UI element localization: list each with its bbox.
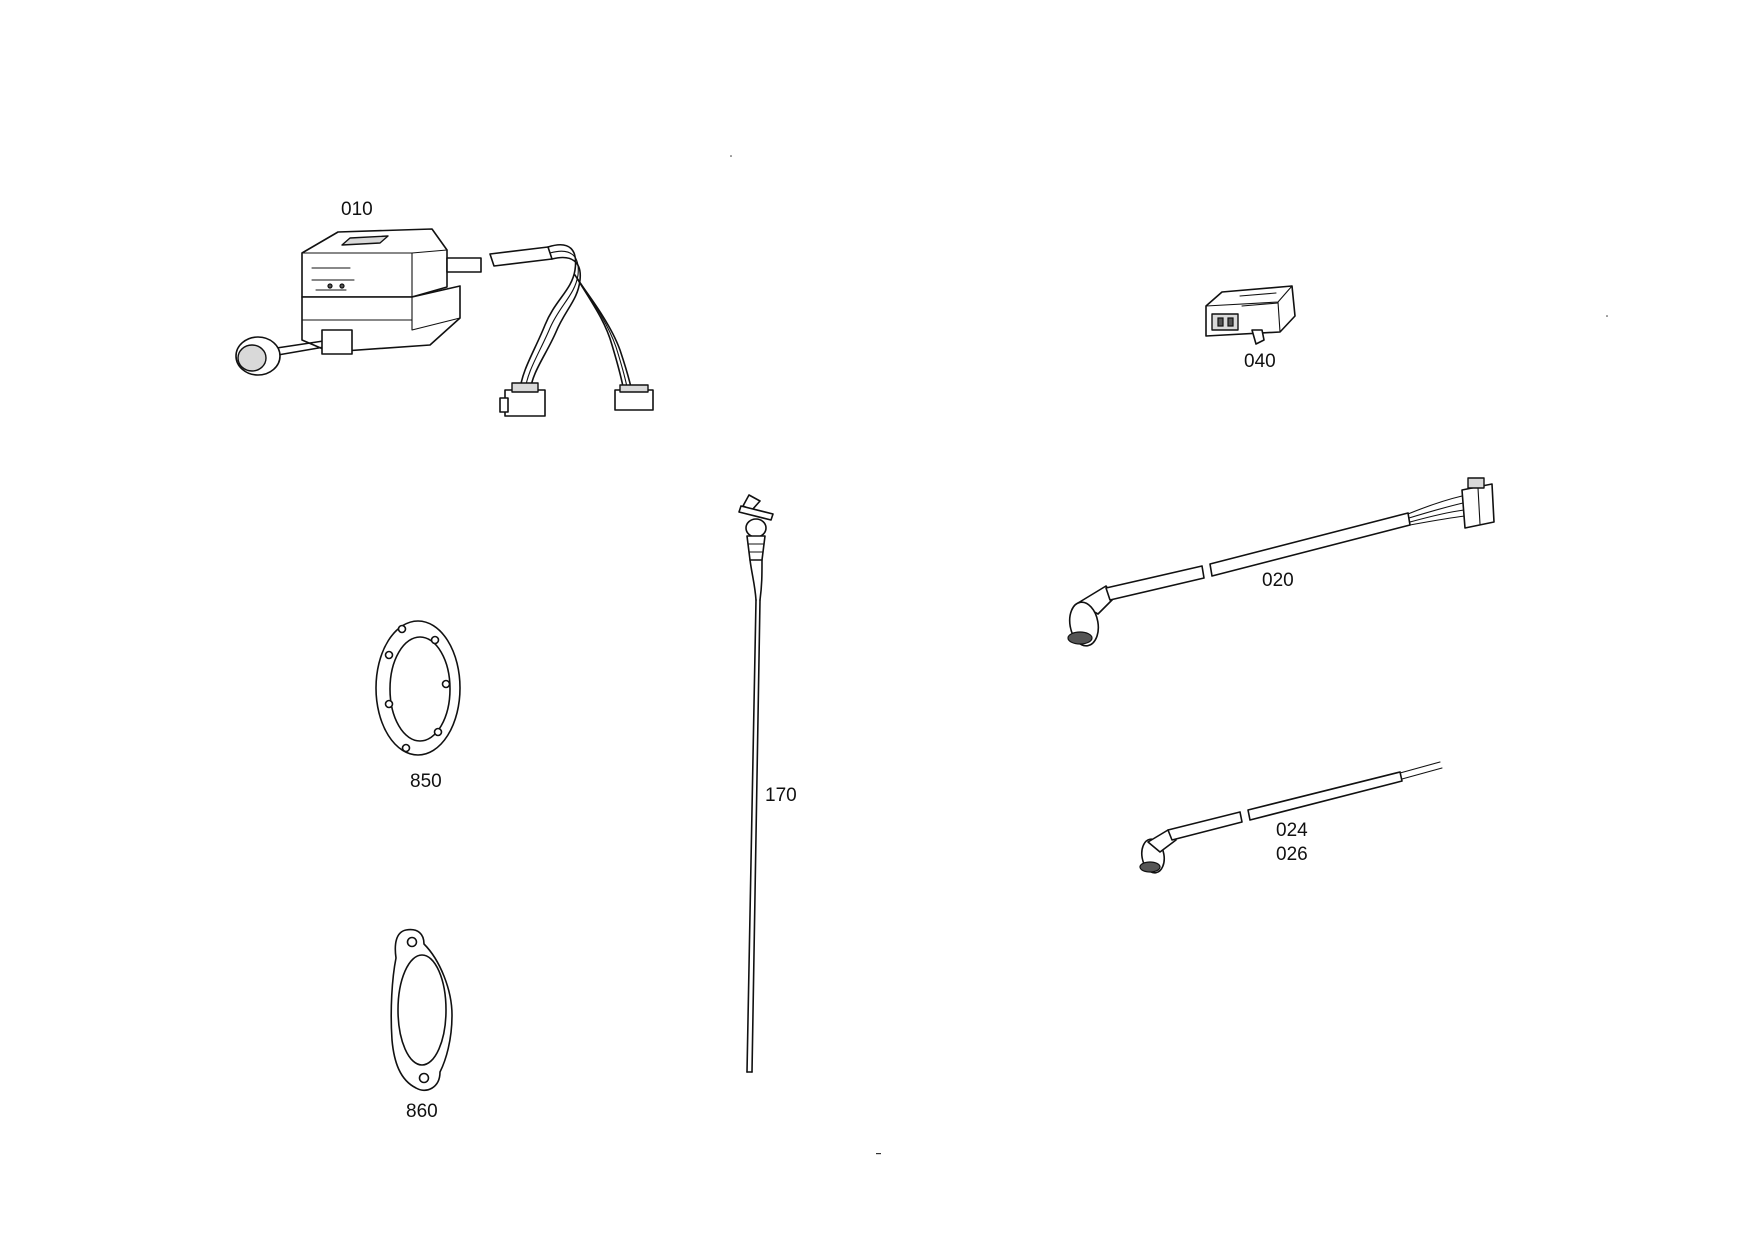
oval-gasket-drawing (390, 928, 453, 1092)
label-010: 010 (341, 199, 373, 220)
label-040: 040 (1244, 351, 1276, 372)
long-cable-drawing (1067, 477, 1495, 647)
label-024: 024 (1276, 820, 1308, 841)
short-cable-drawing (1139, 761, 1443, 874)
label-860: 860 (406, 1101, 438, 1122)
dipstick-drawing (738, 494, 774, 1073)
label-170: 170 (765, 785, 797, 806)
round-gasket-drawing (375, 620, 461, 756)
label-850: 850 (410, 771, 442, 792)
label-026: 026 (1276, 844, 1308, 865)
label-020: 020 (1262, 570, 1294, 591)
switch-assembly-drawing (235, 228, 654, 417)
connector-drawing (1205, 285, 1296, 345)
